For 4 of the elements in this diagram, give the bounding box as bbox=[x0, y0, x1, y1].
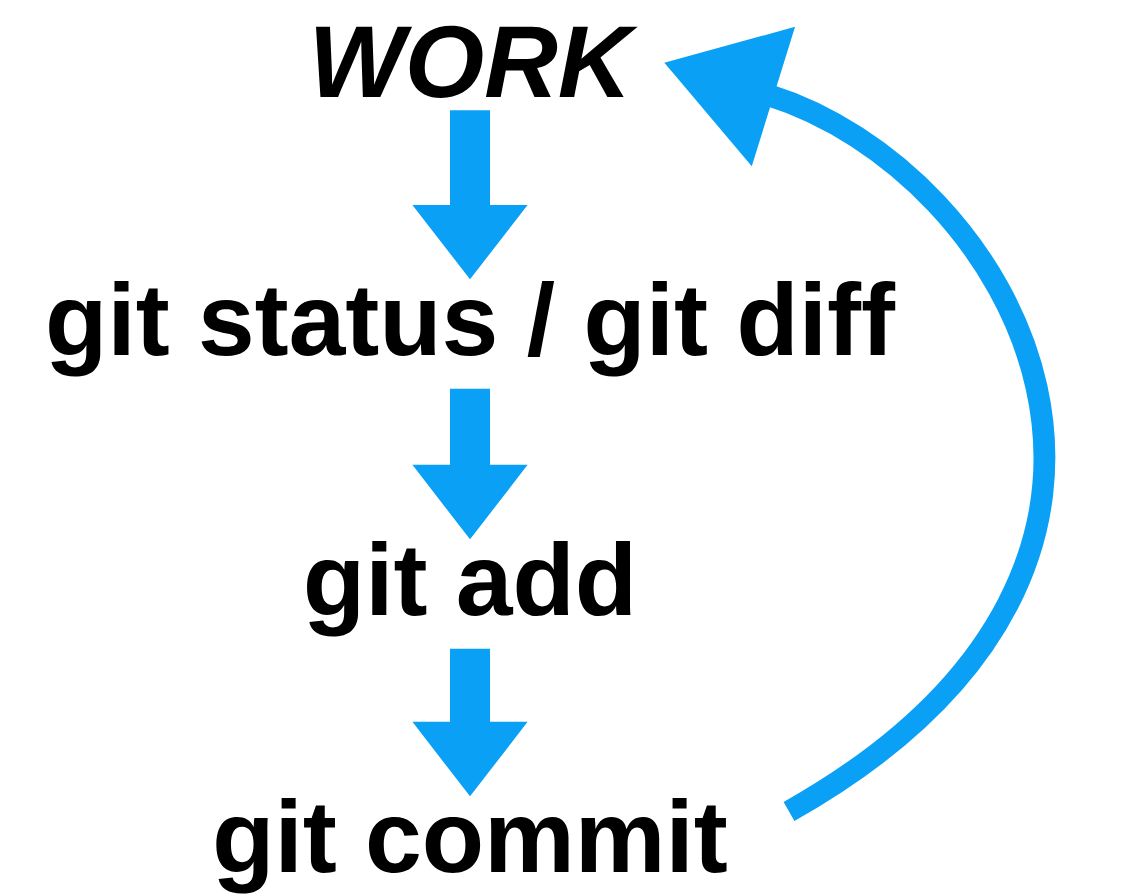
step-text: git commit bbox=[216, 798, 727, 894]
step-text: git status / git diff bbox=[49, 281, 896, 377]
step-text: WORK bbox=[316, 25, 638, 98]
step-text: git add bbox=[307, 541, 631, 637]
